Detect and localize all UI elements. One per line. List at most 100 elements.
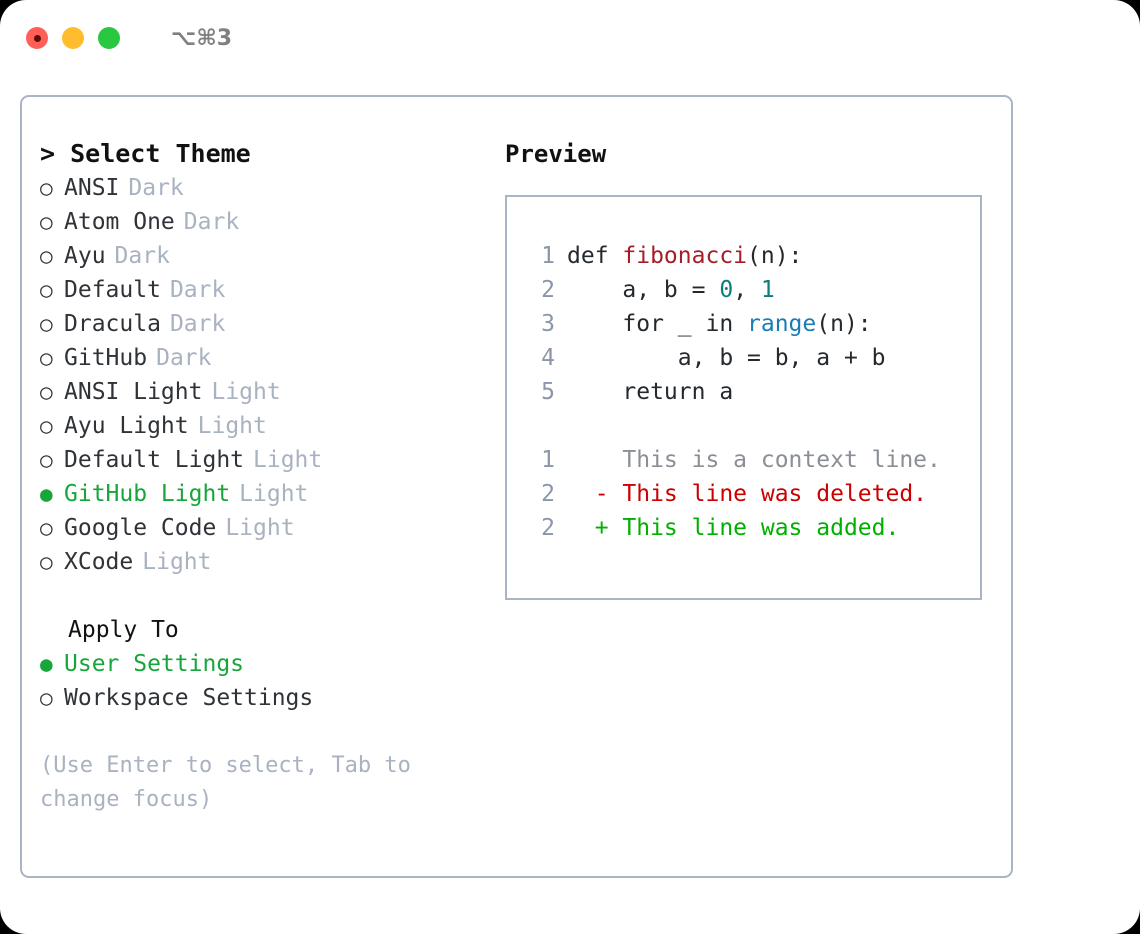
code-token: fibonacci <box>622 243 748 269</box>
code-line-text: a, b = b, a + b <box>567 341 886 375</box>
theme-list-item[interactable]: ○ Default Light Light <box>40 443 484 477</box>
diff-line-text: This is a context line. <box>567 447 941 473</box>
line-number: 1 <box>541 243 555 269</box>
close-button[interactable] <box>26 27 48 49</box>
apply-to-item[interactable]: ● User Settings <box>40 647 484 681</box>
theme-kind-badge: Dark <box>183 209 240 235</box>
title-bar: ⌥⌘3 <box>0 0 1140 76</box>
theme-list-item[interactable]: ○ GitHub Dark <box>40 341 484 375</box>
apply-to-label: Workspace Settings <box>64 685 314 711</box>
theme-name: XCode <box>64 549 134 575</box>
theme-list-item[interactable]: ○ Dracula Dark <box>40 307 484 341</box>
code-line-text: for _ in range(n): <box>567 307 871 341</box>
theme-kind-badge: Light <box>253 447 323 473</box>
keyboard-shortcut-label: ⌥⌘3 <box>171 25 233 51</box>
radio-unselected-icon: ○ <box>40 312 53 336</box>
radio-unselected-icon: ○ <box>40 176 53 200</box>
code-token: a, b = b, a + b <box>567 345 886 371</box>
theme-name: Ayu Light <box>64 413 189 439</box>
radio-unselected-icon: ○ <box>40 244 53 268</box>
theme-list-item[interactable]: ○ Ayu Dark <box>40 239 484 273</box>
theme-kind-badge: Light <box>211 379 281 405</box>
theme-name: Atom One <box>64 209 175 235</box>
code-token: range <box>747 311 817 337</box>
diff-line-text: - This line was deleted. <box>567 481 928 507</box>
radio-unselected-icon: ○ <box>40 380 53 404</box>
diff-sample: 1 This is a context line.2 - This line w… <box>527 443 980 545</box>
select-theme-header: > Select Theme <box>40 139 251 168</box>
line-number: 2 <box>541 481 555 507</box>
code-token: , <box>733 277 761 303</box>
theme-kind-badge: Dark <box>114 243 170 269</box>
theme-kind-badge: Light <box>142 549 212 575</box>
apply-to-label: User Settings <box>64 651 245 677</box>
diff-line: 1 This is a context line. <box>527 443 980 477</box>
code-line: 5 return a <box>527 375 980 409</box>
code-token: for _ in <box>567 311 748 337</box>
code-token: 0 <box>719 277 734 303</box>
code-token: (n): <box>747 243 803 269</box>
theme-list-item[interactable]: ○ ANSI Dark <box>40 171 484 205</box>
code-line: 2 a, b = 0, 1 <box>527 273 980 307</box>
radio-unselected-icon: ○ <box>40 448 53 472</box>
radio-selected-icon: ● <box>40 482 53 506</box>
preview-title: Preview <box>505 140 607 168</box>
apply-to-header: Apply To <box>68 617 179 643</box>
theme-kind-badge: Dark <box>169 311 226 337</box>
apply-to-item[interactable]: ○ Workspace Settings <box>40 681 484 715</box>
theme-name: Dracula <box>64 311 161 337</box>
line-number: 4 <box>541 345 555 371</box>
code-line: 4 a, b = b, a + b <box>527 341 980 375</box>
theme-list-item[interactable]: ○ XCode Light <box>40 545 484 579</box>
line-number: 5 <box>541 379 555 405</box>
code-token: return a <box>567 379 734 405</box>
theme-name: Default Light <box>64 447 245 473</box>
code-token: a, b = <box>567 277 720 303</box>
theme-name: Google Code <box>64 515 217 541</box>
theme-name: Ayu <box>64 243 106 269</box>
radio-unselected-icon: ○ <box>40 278 53 302</box>
radio-unselected-icon: ○ <box>40 686 53 710</box>
radio-unselected-icon: ○ <box>40 550 53 574</box>
line-number: 1 <box>541 447 555 473</box>
radio-selected-icon: ● <box>40 652 53 676</box>
theme-kind-badge: Light <box>197 413 267 439</box>
code-line: 3 for _ in range(n): <box>527 307 980 341</box>
theme-name: ANSI Light <box>64 379 203 405</box>
diff-line-text: + This line was added. <box>567 515 900 541</box>
theme-list-item[interactable]: ● GitHub Light Light <box>40 477 484 511</box>
radio-unselected-icon: ○ <box>40 516 53 540</box>
line-number: 2 <box>541 277 555 303</box>
diff-line: 2 + This line was added. <box>527 511 980 545</box>
code-line: 1 def fibonacci(n): <box>527 239 980 273</box>
radio-unselected-icon: ○ <box>40 346 53 370</box>
theme-list-item[interactable]: ○ ANSI Light Light <box>40 375 484 409</box>
keyboard-hint: (Use Enter to select, Tab to change focu… <box>40 753 425 812</box>
code-line-text: a, b = 0, 1 <box>567 273 774 307</box>
theme-name: ANSI <box>64 175 120 201</box>
theme-kind-badge: Dark <box>128 175 184 201</box>
theme-kind-badge: Light <box>239 481 309 507</box>
theme-kind-badge: Dark <box>156 345 212 371</box>
spacer <box>527 409 980 443</box>
code-line-text: def fibonacci(n): <box>567 239 802 273</box>
minimize-button[interactable] <box>62 27 84 49</box>
line-number: 2 <box>541 515 555 541</box>
theme-kind-badge: Dark <box>169 277 226 303</box>
diff-line: 2 - This line was deleted. <box>527 477 980 511</box>
code-line-text: return a <box>567 375 733 409</box>
apply-to-list[interactable]: ● User Settings ○ Workspace Settings <box>40 647 484 715</box>
theme-name: GitHub <box>64 345 148 371</box>
theme-name: GitHub Light <box>64 481 231 507</box>
maximize-button[interactable] <box>98 27 120 49</box>
